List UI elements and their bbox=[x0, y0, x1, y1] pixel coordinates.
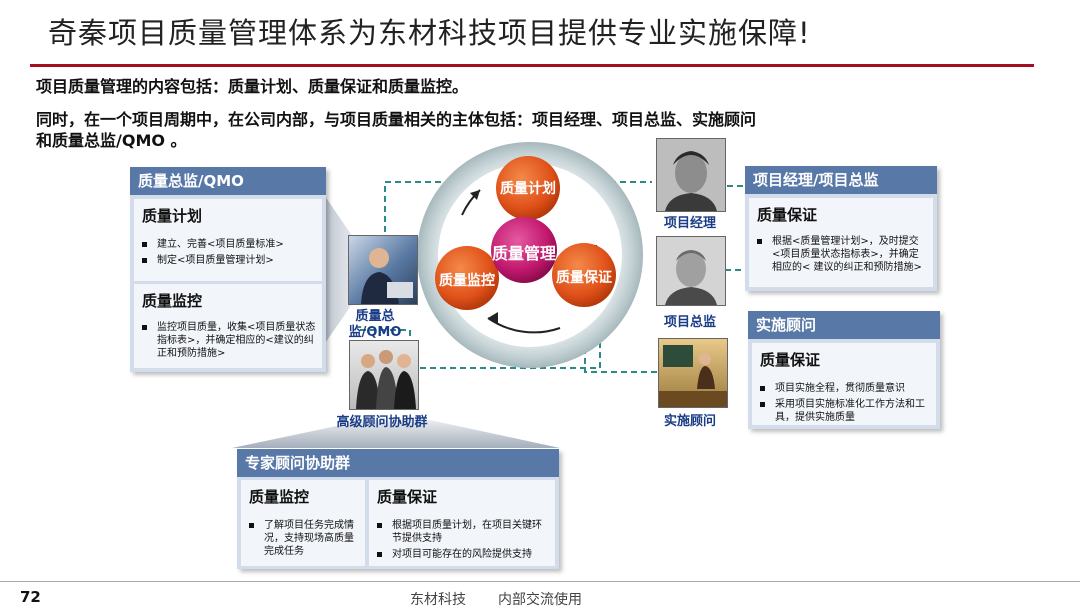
qmo-photo bbox=[348, 235, 418, 305]
person-icon bbox=[657, 237, 725, 305]
expert-monitor-section: 质量监控 了解项目任务完成情况，支持现场高质量完成任务 bbox=[241, 480, 365, 566]
quality-monitor-node: 质量监控 bbox=[439, 273, 495, 289]
director-caption: 项目总监 bbox=[663, 315, 716, 330]
section-heading: 质量监控 bbox=[249, 488, 310, 506]
page-number: 72 bbox=[20, 588, 41, 606]
intro-line-3: 和质量总监/QMO 。 bbox=[36, 131, 187, 150]
quality-plan-node: 质量计划 bbox=[500, 181, 556, 197]
bullet-item: 根据项目质量计划，在项目关键环节提供支持 bbox=[377, 519, 549, 545]
bullet-item: 了解项目任务完成情况，支持现场高质量完成任务 bbox=[249, 519, 359, 558]
expert-assure-section: 质量保证 根据项目质量计划，在项目关键环节提供支持 对项目可能存在的风险提供支持 bbox=[369, 480, 555, 566]
person-icon bbox=[361, 248, 413, 304]
classroom-icon bbox=[659, 345, 727, 407]
pm-panel-header: 项目经理/项目总监 bbox=[745, 166, 937, 194]
person-icon bbox=[657, 139, 725, 211]
bullet-item: 建立、完善<项目质量标准> bbox=[142, 238, 316, 251]
qmo-monitor-section: 质量监控 监控项目质量，收集<项目质量状态指标表>，并确定相应的<建议的纠正和预… bbox=[134, 284, 322, 368]
pm-panel: 项目经理/项目总监 质量保证 根据<质量管理计划>，及时提交<项目质量状态指标表… bbox=[745, 166, 937, 291]
advisors-caption: 高级顾问协助群 bbox=[336, 415, 428, 430]
consultant-photo bbox=[658, 338, 728, 408]
bullet-item: 项目实施全程，贯彻质量意识 bbox=[760, 382, 930, 395]
qmo-plan-section: 质量计划 建立、完善<项目质量标准> 制定<项目质量管理计划> bbox=[134, 199, 322, 281]
intro-line-2: 同时，在一个项目周期中，在公司内部，与项目质量相关的主体包括：项目经理、项目总监… bbox=[36, 110, 757, 129]
section-heading: 质量保证 bbox=[377, 488, 438, 506]
footer-divider bbox=[0, 581, 1080, 582]
qmo-caption: 质量总监/QMO bbox=[348, 309, 402, 340]
qmo-panel: 质量总监/QMO 质量计划 建立、完善<项目质量标准> 制定<项目质量管理计划>… bbox=[130, 167, 326, 372]
pm-assure-section: 质量保证 根据<质量管理计划>，及时提交<项目质量状态指标表>，并确定相应的< … bbox=[749, 198, 933, 287]
section-heading: 质量监控 bbox=[142, 292, 203, 310]
consultant-caption: 实施顾问 bbox=[663, 414, 716, 429]
section-heading: 质量保证 bbox=[760, 351, 821, 369]
expert-panel-header: 专家顾问协助群 bbox=[237, 449, 559, 477]
group-icon bbox=[356, 350, 416, 409]
qmo-panel-header: 质量总监/QMO bbox=[130, 167, 326, 195]
pm-photo bbox=[656, 138, 726, 212]
page-title: 奇秦项目质量管理体系为东材科技项目提供专业实施保障! bbox=[48, 16, 811, 50]
advisors-photo bbox=[349, 340, 419, 410]
bullet-item: 制定<项目质量管理计划> bbox=[142, 254, 316, 267]
director-photo bbox=[656, 236, 726, 306]
section-heading: 质量计划 bbox=[142, 207, 203, 225]
bullet-item: 对项目可能存在的风险提供支持 bbox=[377, 548, 549, 561]
intro-line-1: 项目质量管理的内容包括：质量计划、质量保证和质量监控。 bbox=[36, 77, 469, 96]
consultant-panel: 实施顾问 质量保证 项目实施全程，贯彻质量意识 采用项目实施标准化工作方法和工具… bbox=[748, 311, 940, 429]
footer-note: 内部交流使用 bbox=[498, 592, 582, 608]
quality-assure-node: 质量保证 bbox=[556, 270, 612, 286]
section-heading: 质量保证 bbox=[757, 206, 818, 224]
footer-company: 东材科技 bbox=[410, 592, 466, 608]
quality-management-core: 质量管理 bbox=[491, 244, 556, 263]
bullet-item: 根据<质量管理计划>，及时提交<项目质量状态指标表>，并确定相应的< 建议的纠正… bbox=[757, 235, 927, 274]
consultant-assure-section: 质量保证 项目实施全程，贯彻质量意识 采用项目实施标准化工作方法和工具，提供实施… bbox=[752, 343, 936, 425]
bullet-item: 采用项目实施标准化工作方法和工具，提供实施质量 bbox=[760, 398, 930, 424]
consultant-panel-header: 实施顾问 bbox=[748, 311, 940, 339]
expert-panel: 专家顾问协助群 质量监控 了解项目任务完成情况，支持现场高质量完成任务 质量保证… bbox=[237, 449, 559, 569]
bullet-item: 监控项目质量，收集<项目质量状态指标表>，并确定相应的<建议的纠正和预防措施> bbox=[142, 321, 316, 360]
pm-caption: 项目经理 bbox=[663, 216, 716, 231]
title-divider bbox=[30, 64, 1034, 67]
